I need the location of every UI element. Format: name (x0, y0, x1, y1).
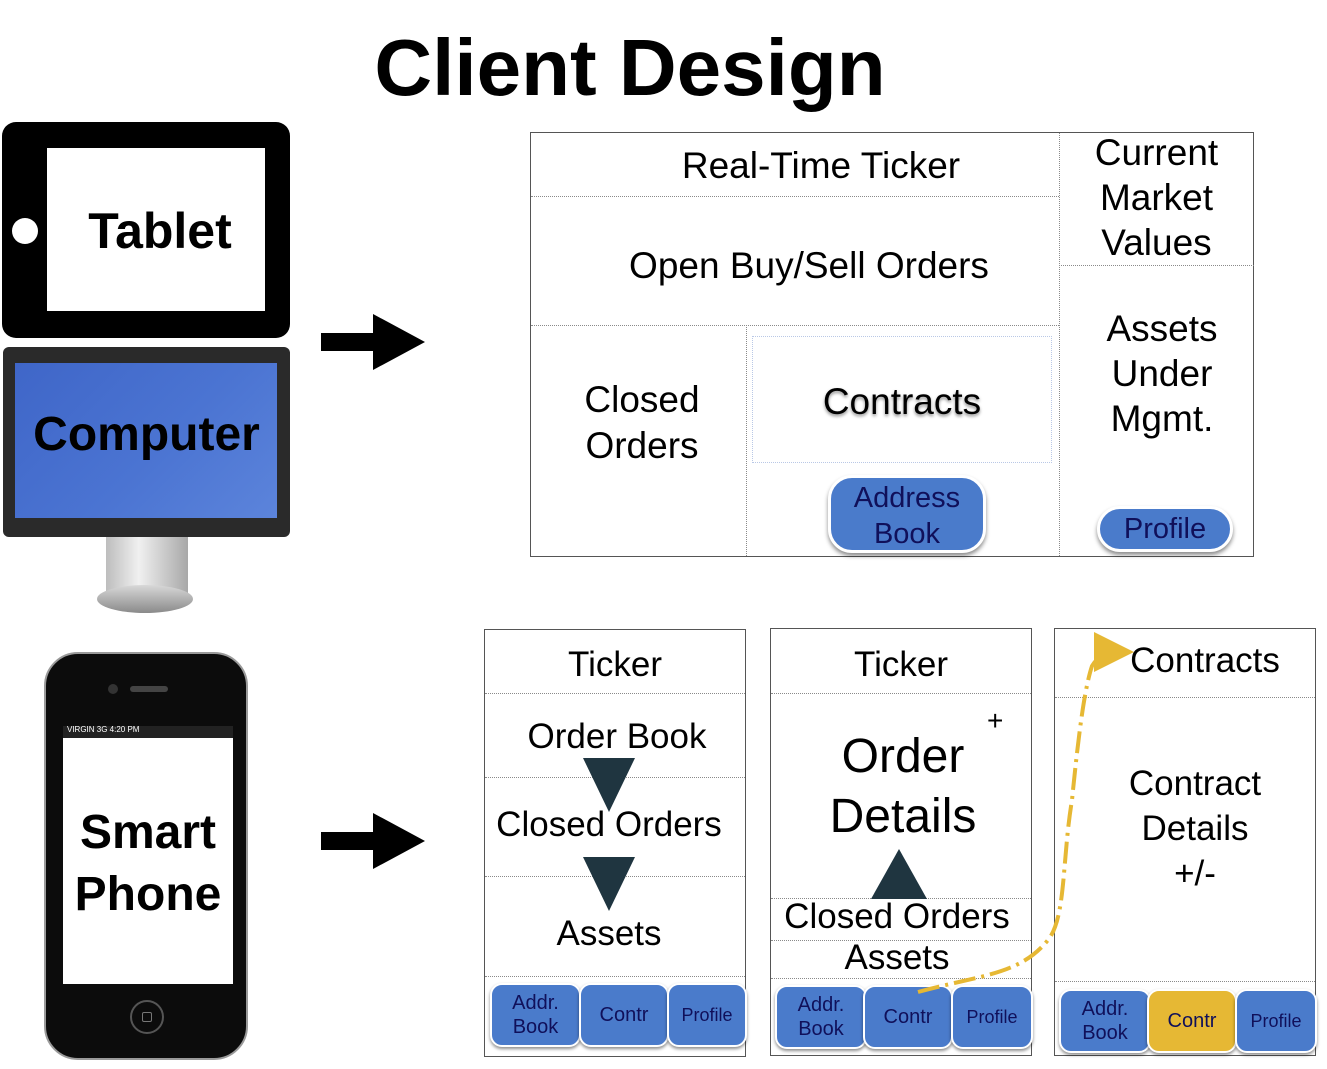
addr-book-button[interactable]: Addr.Book (775, 985, 867, 1049)
divider (771, 978, 1031, 979)
profile-button[interactable]: Profile (1235, 989, 1317, 1053)
divider (1059, 133, 1060, 556)
arrow-right-head-icon (373, 314, 425, 370)
contracts-label: Contracts (822, 381, 982, 422)
arrow-right-icon (321, 333, 377, 351)
tablet-label: Tablet (88, 203, 232, 259)
closed-orders-line: Orders (585, 425, 699, 466)
smartphone-device: VIRGIN 3G 4:20 PM Smart Phone (44, 652, 248, 1060)
divider (531, 196, 1059, 197)
divider (531, 325, 1059, 326)
smartphone-label-line2: Phone (74, 868, 222, 921)
addr-book-line: Addr. (512, 992, 559, 1014)
monitor-base (97, 585, 193, 613)
closed-orders-line: Closed (584, 379, 700, 420)
computer-label: Computer (33, 408, 260, 461)
order-details-line: Details (829, 790, 977, 843)
computer-device: Computer (3, 347, 290, 537)
divider (771, 940, 1031, 941)
ticker-label: Ticker (854, 645, 948, 684)
phone-screen-3: Contracts Contract Details +/- Addr.Book… (1054, 628, 1317, 1056)
contr-button[interactable]: Contr (863, 985, 953, 1049)
assets-line: Assets (1106, 308, 1218, 349)
smartphone-label: Smart Phone (63, 802, 233, 926)
collapse-up-arrow-icon (871, 849, 927, 899)
contract-details-line: Contract (1128, 764, 1262, 803)
addr-book-line: Addr. (1081, 998, 1129, 1020)
arrow-right-icon (321, 832, 377, 850)
phone-screen-2: Ticker + Order Details Closed Orders Ass… (770, 628, 1033, 1056)
phone-camera (108, 684, 118, 694)
market-values-line: Current (1094, 132, 1219, 173)
assets-label: Assets (556, 914, 662, 953)
contracts-area (752, 336, 1052, 463)
assets-line: Under (1111, 353, 1213, 394)
tablet-home-button (12, 218, 38, 244)
expand-down-arrow-icon (583, 758, 635, 812)
expand-down-arrow-icon (583, 857, 635, 911)
tablet-screen (47, 148, 265, 311)
profile-button[interactable]: Profile (951, 985, 1033, 1049)
contracts-label: Contracts (1130, 641, 1280, 680)
addr-book-line: Book (512, 1016, 559, 1038)
address-book-button[interactable]: Address Book (828, 475, 986, 553)
plus-icon: + (987, 705, 1004, 736)
phone-speaker (130, 686, 168, 692)
divider (771, 693, 1031, 694)
profile-button[interactable]: Profile (667, 983, 747, 1047)
home-square-icon (142, 1012, 152, 1022)
page-title: Client Design (374, 23, 886, 112)
address-book-line: Address (853, 482, 961, 514)
contr-button-active[interactable]: Contr (1147, 989, 1237, 1053)
contract-details-line: Details (1141, 809, 1249, 848)
phone-screen (63, 730, 233, 984)
addr-book-line: Book (798, 1018, 844, 1040)
assets-line: Mgmt. (1110, 398, 1214, 439)
closed-orders-label: Closed Orders (531, 377, 753, 469)
order-book-label: Order Book (527, 717, 707, 756)
contract-details-label: Contract Details +/- (1065, 761, 1325, 896)
divider (1055, 697, 1315, 698)
market-values-line: Values (1101, 222, 1212, 263)
order-details-label: Order Details (773, 727, 1033, 847)
addr-book-button[interactable]: Addr.Book (1059, 989, 1151, 1053)
addr-book-line: Book (1082, 1022, 1128, 1044)
assets-under-mgmt-label: Assets Under Mgmt. (1062, 306, 1262, 441)
order-details-line: Order (841, 730, 965, 783)
real-time-ticker-label: Real-Time Ticker (681, 145, 961, 186)
phone-screen-1: Ticker Order Book Closed Orders Assets A… (484, 629, 747, 1057)
assets-label: Assets (844, 938, 950, 977)
smartphone-label-line1: Smart (79, 806, 217, 859)
divider (485, 976, 745, 977)
phone-status-bar: VIRGIN 3G 4:20 PM (63, 725, 233, 738)
divider (1059, 265, 1254, 266)
desktop-layout-panel (530, 132, 1254, 557)
market-values-label: Current Market Values (1059, 130, 1254, 265)
divider (485, 693, 745, 694)
addr-book-button[interactable]: Addr.Book (490, 983, 581, 1047)
addr-book-line: Addr. (797, 994, 845, 1016)
phone-home-button (130, 1000, 164, 1034)
contract-details-line: +/- (1174, 854, 1216, 893)
closed-orders-label: Closed Orders (784, 897, 1010, 936)
tablet-device (2, 122, 290, 338)
profile-button[interactable]: Profile (1097, 506, 1233, 552)
monitor-screen (15, 363, 277, 518)
address-book-line: Book (873, 518, 941, 550)
divider (746, 325, 747, 556)
divider (1055, 981, 1315, 982)
open-orders-label: Open Buy/Sell Orders (629, 245, 989, 286)
connector-path (917, 632, 1134, 994)
closed-orders-label: Closed Orders (496, 805, 722, 844)
arrow-right-head-icon (373, 813, 425, 869)
phone-status-text: VIRGIN 3G 4:20 PM (67, 725, 140, 734)
market-values-line: Market (1099, 177, 1214, 218)
ticker-label: Ticker (568, 645, 662, 684)
